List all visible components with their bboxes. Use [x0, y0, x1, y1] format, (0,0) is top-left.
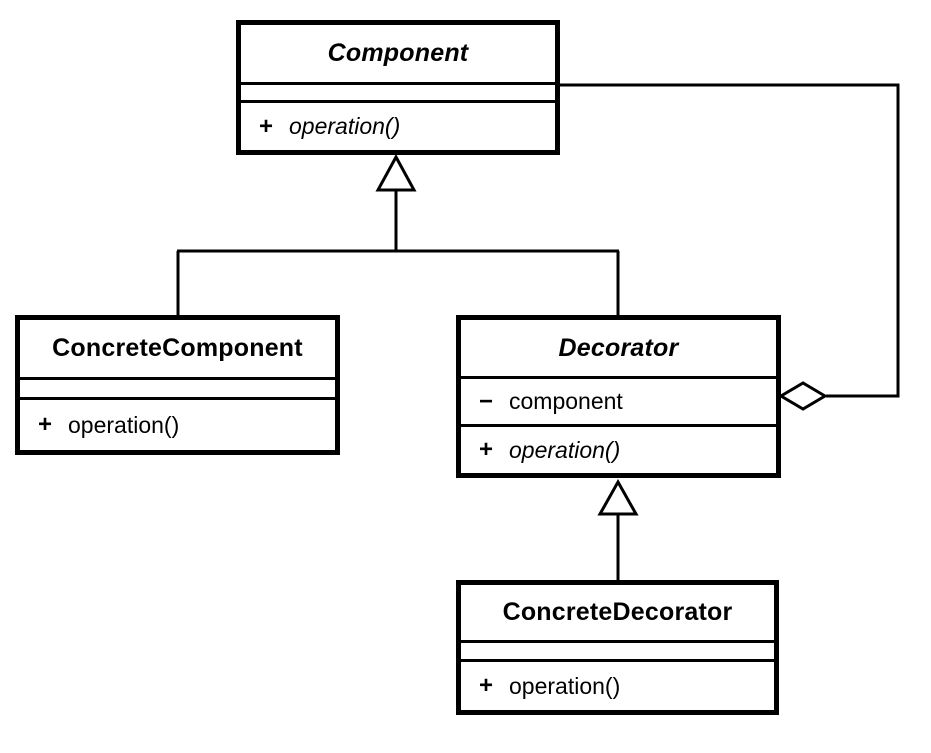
visibility-marker: +	[259, 112, 274, 140]
operation-label: operation()	[289, 113, 401, 139]
class-box-concrete-decorator[interactable]: ConcreteDecorator + operation()	[456, 580, 779, 715]
attributes-compartment-component	[241, 82, 555, 100]
hollow-diamond-icon	[778, 381, 828, 411]
class-box-component[interactable]: Component + operation()	[236, 20, 560, 155]
hollow-triangle-icon	[375, 153, 417, 192]
hollow-triangle-icon	[597, 478, 639, 516]
visibility-marker: +	[479, 672, 494, 699]
class-name-concrete-decorator: ConcreteDecorator	[461, 585, 774, 640]
operation-label: operation()	[68, 411, 180, 438]
generalization-tree-to-component[interactable]	[176, 153, 620, 317]
visibility-marker: +	[479, 436, 494, 463]
class-name-decorator: Decorator	[461, 320, 776, 376]
operation-label: operation()	[509, 436, 621, 463]
attribute-row-decorator-component[interactable]: − component	[461, 376, 776, 424]
visibility-marker: −	[479, 387, 494, 415]
operation-row-component-operation[interactable]: + operation()	[241, 100, 555, 150]
class-box-concrete-component[interactable]: ConcreteComponent + operation()	[15, 315, 340, 455]
operation-row-concrete-decorator-operation[interactable]: + operation()	[461, 659, 774, 710]
operation-row-decorator-operation[interactable]: + operation()	[461, 424, 776, 473]
attributes-compartment-concrete-decorator	[461, 640, 774, 659]
class-box-decorator[interactable]: Decorator − component + operation()	[456, 315, 781, 478]
operation-row-concrete-component-operation[interactable]: + operation()	[20, 397, 335, 450]
attributes-compartment-concrete-component	[20, 377, 335, 397]
visibility-marker: +	[38, 411, 53, 438]
attribute-label: component	[509, 388, 623, 414]
class-name-component: Component	[241, 25, 555, 82]
operation-label: operation()	[509, 672, 621, 699]
class-name-concrete-component: ConcreteComponent	[20, 320, 335, 377]
generalization-concretedecorator-to-decorator[interactable]	[597, 478, 639, 582]
